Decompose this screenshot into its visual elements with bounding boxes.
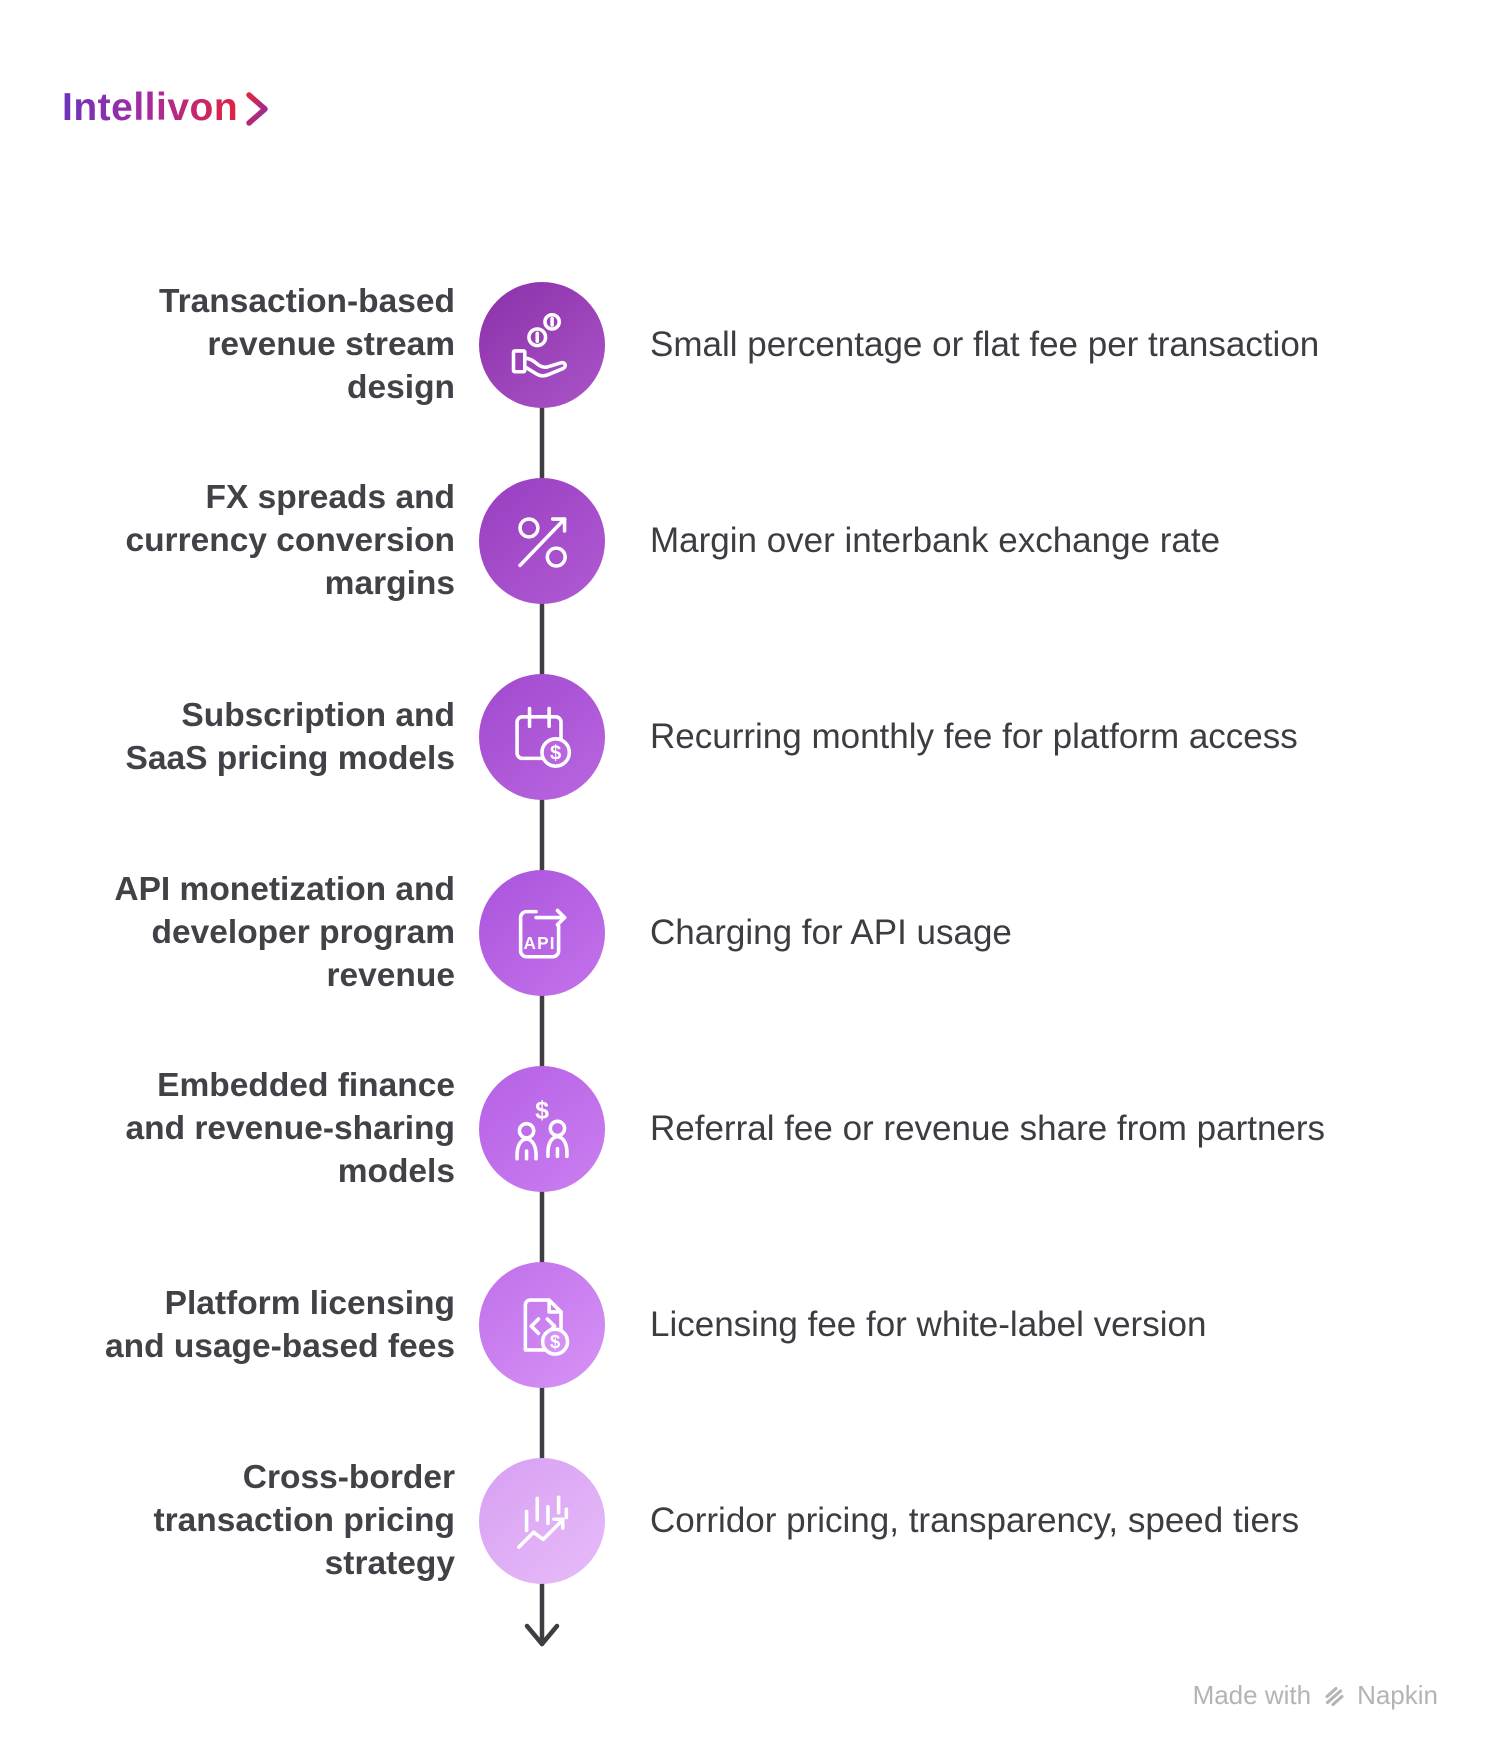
row-description: Corridor pricing, transparency, speed ti… bbox=[650, 1501, 1300, 1540]
timeline-row: Platform licensing and usage-based fees … bbox=[0, 1227, 1492, 1423]
napkin-logo-icon bbox=[1325, 1686, 1344, 1706]
row-title: FX spreads and currency conversion margi… bbox=[125, 479, 455, 603]
svg-text:$: $ bbox=[550, 1331, 560, 1352]
svg-text:$: $ bbox=[550, 743, 561, 765]
row-title: Embedded finance and revenue-sharing mod… bbox=[125, 1067, 455, 1191]
timeline-row: FX spreads and currency conversion margi… bbox=[0, 443, 1492, 639]
row-description: Small percentage or flat fee per transac… bbox=[650, 325, 1320, 364]
row-title: Transaction-based revenue stream design bbox=[158, 283, 455, 407]
arrow-down-icon bbox=[524, 1623, 560, 1647]
row-description: Licensing fee for white-label version bbox=[650, 1305, 1207, 1344]
brand-logo: Intellivon bbox=[62, 86, 271, 130]
row-description: Referral fee or revenue share from partn… bbox=[650, 1109, 1326, 1148]
timeline-row: Embedded finance and revenue-sharing mod… bbox=[0, 1031, 1492, 1227]
calendar-dollar-icon: $ bbox=[479, 674, 605, 800]
row-description: Charging for API usage bbox=[650, 913, 1012, 952]
row-description: Recurring monthly fee for platform acces… bbox=[650, 717, 1298, 756]
timeline-row: Subscription and SaaS pricing models $ R… bbox=[0, 639, 1492, 835]
row-title: Cross-border transaction pricing strateg… bbox=[153, 1459, 455, 1583]
row-title: API monetization and developer program r… bbox=[114, 871, 455, 995]
napkin-brand-label: Napkin bbox=[1357, 1680, 1438, 1710]
percent-arrow-icon bbox=[479, 478, 605, 604]
code-license-dollar-icon: $ bbox=[479, 1262, 605, 1388]
brand-logo-text: Intellivon bbox=[62, 86, 239, 129]
row-title: Subscription and SaaS pricing models bbox=[125, 696, 455, 777]
svg-text:$: $ bbox=[535, 1096, 549, 1124]
row-title: Platform licensing and usage-based fees bbox=[104, 1284, 455, 1365]
made-with-napkin-badge[interactable]: Made with Napkin bbox=[1193, 1680, 1438, 1711]
people-dollar-icon: $ bbox=[479, 1066, 605, 1192]
chevron-right-icon bbox=[246, 92, 268, 126]
timeline-row: API monetization and developer program r… bbox=[0, 835, 1492, 1031]
api-document-icon: API bbox=[479, 870, 605, 996]
made-with-label: Made with bbox=[1192, 1680, 1312, 1710]
hand-coins-icon bbox=[479, 282, 605, 408]
timeline-row: Transaction-based revenue stream design … bbox=[0, 247, 1492, 443]
row-description: Margin over interbank exchange rate bbox=[650, 521, 1221, 560]
timeline-row: Cross-border transaction pricing strateg… bbox=[0, 1423, 1492, 1619]
chart-growth-icon bbox=[479, 1458, 605, 1584]
svg-text:API: API bbox=[524, 933, 556, 953]
